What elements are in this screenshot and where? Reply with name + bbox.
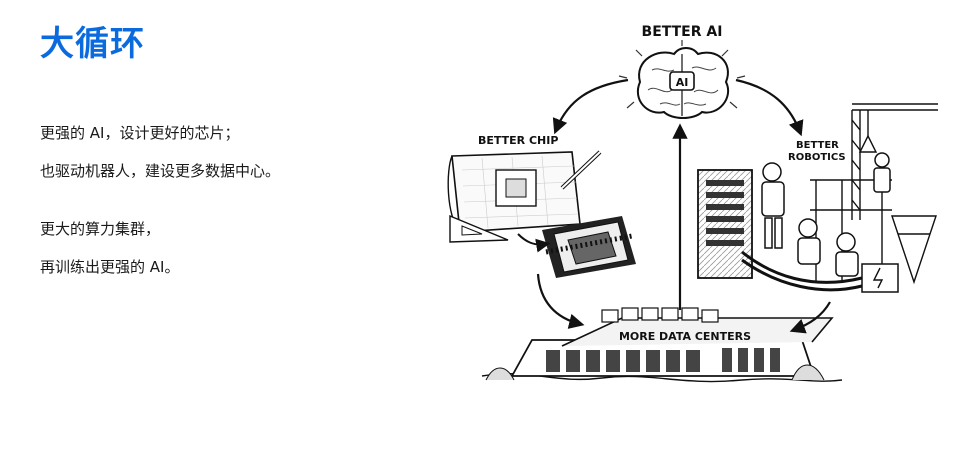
page-title: 大循环	[40, 24, 145, 64]
better-robotics-label-line-2: ROBOTICS	[788, 152, 846, 163]
arrow-blueprint-to-chip	[517, 233, 551, 253]
paragraph-2: 更大的算力集群， 再训练出更强的 AI。	[40, 210, 179, 286]
arrow-chip-to-data-center	[536, 273, 585, 329]
paragraph-1-line-1: 更强的 AI，设计更好的芯片；	[40, 124, 240, 142]
arrow-ai-to-robotics	[735, 78, 804, 137]
arrow-ai-to-chip	[552, 78, 629, 135]
better-ai-label: BETTER AI	[642, 24, 723, 40]
ai-cycle-illustration: BETTER AI AI BETTER CHIP	[447, 24, 938, 383]
paragraph-2-line-2: 再训练出更强的 AI。	[40, 258, 180, 276]
data-center-building-icon	[481, 307, 843, 383]
ai-chip-badge: AI	[676, 76, 689, 89]
better-chip-label: BETTER CHIP	[478, 134, 558, 147]
paragraph-1-line-2: 也驱动机器人，建设更多数据中心。	[40, 162, 281, 180]
paragraph-1: 更强的 AI，设计更好的芯片； 也驱动机器人，建设更多数据中心。	[40, 114, 280, 190]
more-data-centers-label: MORE DATA CENTERS	[619, 330, 751, 343]
chip-blueprint-icon	[447, 150, 602, 243]
arrow-robotics-to-data-center	[789, 301, 831, 334]
better-robotics-label-line-1: BETTER	[796, 140, 839, 151]
processor-chip-icon	[542, 216, 636, 278]
paragraph-2-line-1: 更大的算力集群，	[40, 220, 161, 238]
brain-icon: AI	[618, 40, 746, 119]
robotics-construction-icon	[697, 103, 938, 293]
